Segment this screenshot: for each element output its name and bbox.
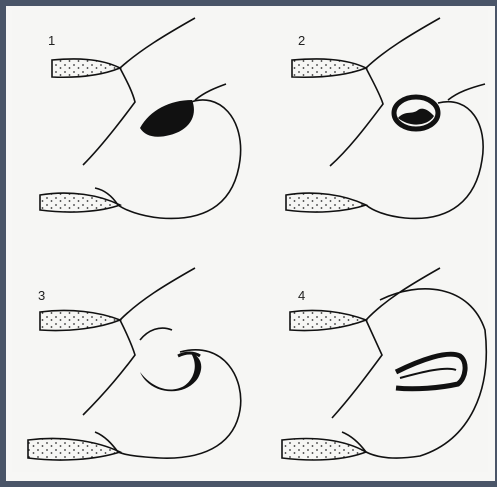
panel-4-upper-lid [290,310,366,330]
panel-2-ring-contents [398,109,434,125]
panel-2: 2 [286,18,485,218]
panel-1-number: 1 [48,33,55,48]
panel-3-upper-lid [40,310,120,330]
panel-1-lower-lid [40,193,120,212]
panel-2-number: 2 [298,33,305,48]
panel-1-mass [140,100,194,137]
panel-3-lower-lid [28,439,120,461]
panel-3: 3 [28,268,241,460]
panel-3-number: 3 [38,288,45,303]
panel-4-number: 4 [298,288,305,303]
panel-4-lower-lid [282,439,366,461]
panel-1-upper-lid [52,59,120,77]
panel-2-upper-lid [292,59,366,77]
panel-1: 1 [40,18,241,218]
panel-3-crescent [140,352,201,391]
panel-4: 4 [282,268,486,460]
panel-2-lower-lid [286,193,366,212]
